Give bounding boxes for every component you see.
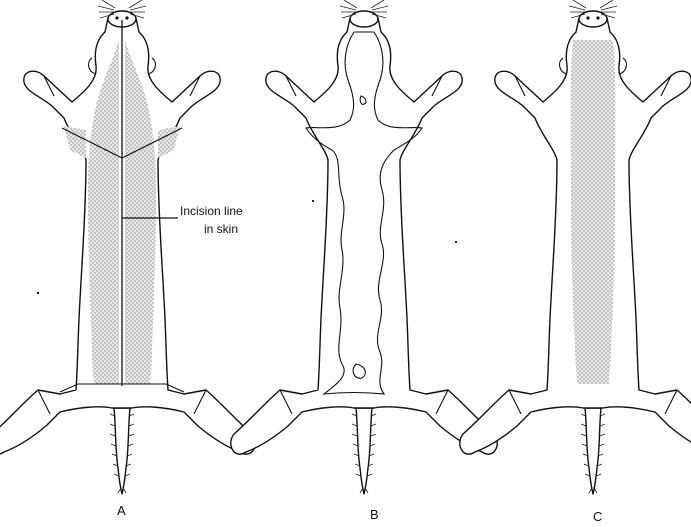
- nose: [350, 11, 378, 27]
- nose: [579, 11, 607, 27]
- tail: [352, 408, 376, 494]
- panel-label-c: C: [593, 509, 602, 524]
- callout-line-2: in skin: [204, 222, 238, 236]
- panel-label-a: A: [117, 503, 126, 518]
- panel-a: [0, 0, 255, 494]
- panel-c: [460, 0, 691, 494]
- pelt-outline: [231, 12, 497, 454]
- panel-label-b: B: [370, 507, 379, 522]
- tail: [110, 408, 134, 494]
- panel-b: [231, 0, 497, 494]
- callout-line-1: Incision line: [180, 204, 243, 218]
- shaded-stripe: [571, 40, 616, 384]
- tail: [581, 408, 605, 494]
